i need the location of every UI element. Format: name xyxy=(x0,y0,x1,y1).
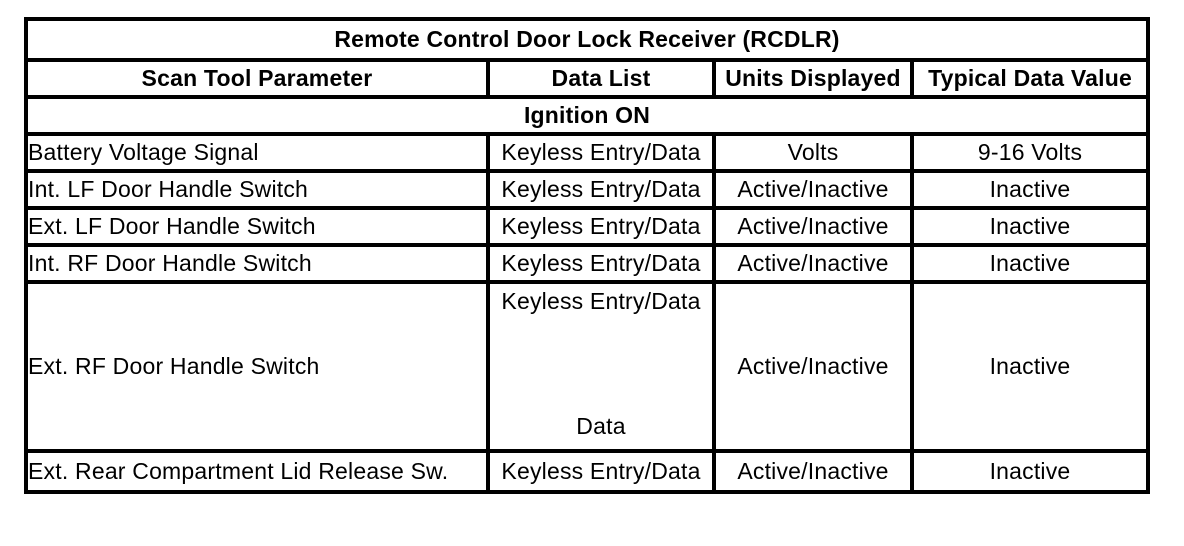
cell-data-list: Keyless Entry/Data Data xyxy=(486,280,716,453)
table-row-battery-voltage: Battery Voltage Signal Keyless Entry/Dat… xyxy=(24,132,1151,173)
col-header-units-displayed: Units Displayed xyxy=(712,58,914,99)
cell-parameter: Int. RF Door Handle Switch xyxy=(24,243,490,284)
col-header-typical-data-value: Typical Data Value xyxy=(909,58,1151,99)
table-row-ext-rear-compartment: Ext. Rear Compartment Lid Release Sw. Ke… xyxy=(24,449,1151,494)
table-row-ext-rf-door-handle: Ext. RF Door Handle Switch Keyless Entry… xyxy=(24,280,1151,453)
cell-typical-value: Inactive xyxy=(909,243,1151,284)
cell-typical-value: Inactive xyxy=(909,280,1151,453)
cell-parameter: Battery Voltage Signal xyxy=(24,132,490,173)
cell-data-list: Keyless Entry/Data xyxy=(486,169,716,210)
cell-typical-value: 9-16 Volts xyxy=(909,132,1151,173)
cell-units: Active/Inactive xyxy=(712,206,914,247)
title-row: Remote Control Door Lock Receiver (RCDLR… xyxy=(23,17,1151,62)
cell-data-list: Keyless Entry/Data xyxy=(486,132,716,173)
cell-data-list: Keyless Entry/Data xyxy=(486,206,716,247)
data-list-bottom-text: Data xyxy=(576,412,626,439)
col-header-scan-tool-parameter: Scan Tool Parameter xyxy=(24,58,490,99)
section-header-row: Ignition ON xyxy=(23,95,1151,136)
cell-units: Volts xyxy=(712,132,914,173)
cell-parameter: Ext. Rear Compartment Lid Release Sw. xyxy=(24,449,490,494)
col-header-data-list: Data List xyxy=(486,58,716,99)
cell-parameter: Ext. LF Door Handle Switch xyxy=(24,206,490,247)
cell-units: Active/Inactive xyxy=(712,243,914,284)
column-header-row: Scan Tool Parameter Data List Units Disp… xyxy=(24,58,1151,99)
table-row-int-rf-door-handle: Int. RF Door Handle Switch Keyless Entry… xyxy=(24,243,1151,284)
cell-typical-value: Inactive xyxy=(909,169,1151,210)
data-list-top-text: Keyless Entry/Data xyxy=(501,288,701,314)
cell-units: Active/Inactive xyxy=(712,449,914,494)
rcdlr-table: Remote Control Door Lock Receiver (RCDLR… xyxy=(23,17,1151,494)
cell-typical-value: Inactive xyxy=(909,206,1151,247)
cell-typical-value: Inactive xyxy=(909,449,1151,494)
table-row-int-lf-door-handle: Int. LF Door Handle Switch Keyless Entry… xyxy=(24,169,1151,210)
section-header-ignition-on: Ignition ON xyxy=(23,95,1151,136)
table-row-ext-lf-door-handle: Ext. LF Door Handle Switch Keyless Entry… xyxy=(24,206,1151,247)
cell-data-list: Keyless Entry/Data xyxy=(486,243,716,284)
table-title: Remote Control Door Lock Receiver (RCDLR… xyxy=(23,17,1151,62)
cell-units: Active/Inactive xyxy=(712,169,914,210)
cell-parameter: Ext. RF Door Handle Switch xyxy=(24,280,490,453)
cell-data-list: Keyless Entry/Data xyxy=(486,449,716,494)
cell-parameter: Int. LF Door Handle Switch xyxy=(24,169,490,210)
data-list-split: Keyless Entry/Data Data xyxy=(492,286,710,447)
cell-units: Active/Inactive xyxy=(712,280,914,453)
